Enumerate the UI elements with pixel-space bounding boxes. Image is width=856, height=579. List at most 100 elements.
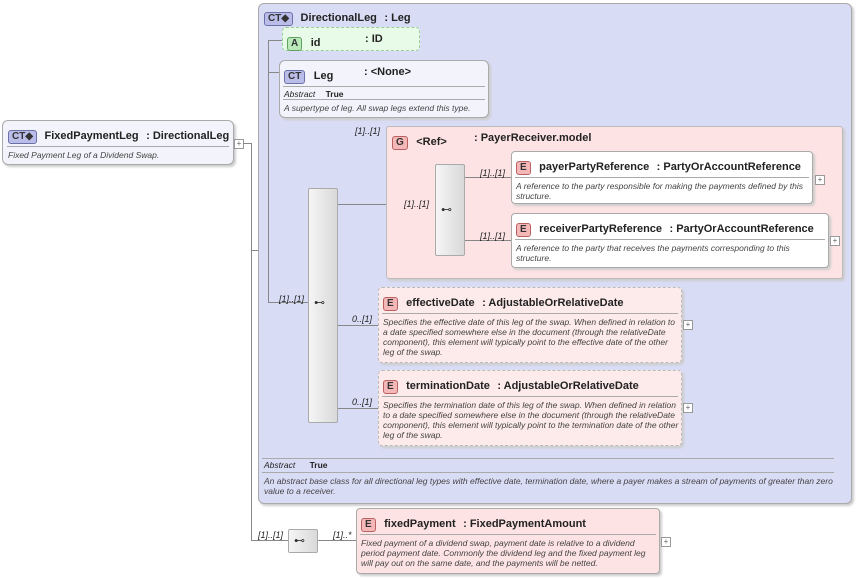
fixed-payment-element-box[interactable]: E fixedPayment : FixedPaymentAmount Fixe… — [356, 508, 660, 574]
divider — [262, 458, 834, 459]
root-type-box[interactable]: CT◆ FixedPaymentLeg : DirectionalLeg Fix… — [2, 120, 234, 165]
element-icon: E — [516, 223, 531, 237]
expand-symbol: + — [236, 139, 242, 148]
fixed-type: : FixedPaymentAmount — [463, 518, 586, 530]
connector — [318, 540, 356, 541]
attribute-id-box[interactable]: A id : ID — [282, 27, 420, 51]
attribute-id-row: A id : ID — [287, 33, 383, 51]
sequence-icon: ⊷ — [294, 535, 305, 547]
divider — [262, 472, 834, 473]
divider — [7, 146, 229, 147]
group-name: : PayerReceiver.model — [474, 132, 592, 144]
connector — [251, 540, 288, 541]
attribute-name: id — [310, 37, 321, 49]
expand-toggle-icon[interactable]: + — [683, 320, 693, 330]
termination-element-header: E terminationDate : AdjustableOrRelative… — [383, 376, 639, 394]
connector — [268, 40, 282, 41]
divider — [515, 177, 809, 178]
root-badge: CT — [12, 131, 26, 142]
base-abstract-row: Abstract True — [264, 460, 328, 470]
leg-type-box[interactable]: CT Leg : <None> Abstract True A supertyp… — [279, 60, 489, 118]
leg-type-doc: A supertype of leg. All swap legs extend… — [284, 103, 471, 113]
termination-cardinality: 0..[1] — [352, 397, 373, 407]
fixed-cardinality: [1]..* — [333, 530, 352, 540]
fixed-name: fixedPayment — [384, 518, 456, 530]
expand-symbol: + — [817, 175, 823, 184]
sequence-icon: ⊷ — [314, 297, 325, 309]
sequence-icon: ⊷ — [441, 204, 452, 216]
connector — [338, 325, 378, 326]
termination-type: : AdjustableOrRelativeDate — [497, 380, 639, 392]
group-header: G <Ref> : PayerReceiver.model — [392, 132, 591, 150]
element-icon: E — [516, 161, 531, 175]
connector — [268, 40, 269, 302]
leg-abstract-label: Abstract — [284, 89, 316, 99]
outer-sequence-compositor[interactable] — [288, 529, 318, 553]
root-type-base: : DirectionalLeg — [146, 130, 230, 142]
root-type-header: CT◆ FixedPaymentLeg : DirectionalLeg — [8, 126, 229, 144]
payer-doc: A reference to the party responsible for… — [516, 181, 803, 201]
divider — [382, 313, 678, 314]
base-type-base: : Leg — [384, 12, 411, 24]
effective-element-header: E effectiveDate : AdjustableOrRelativeDa… — [383, 293, 623, 311]
expand-toggle-icon[interactable]: + — [830, 236, 840, 246]
payer-cardinality: [1]..[1] — [480, 168, 506, 178]
receiver-element-box[interactable]: E receiverPartyReference : PartyOrAccoun… — [511, 213, 829, 268]
inner-sequence-cardinality: [1]..[1] — [404, 199, 430, 209]
element-icon: E — [361, 518, 376, 532]
expand-symbol: + — [832, 236, 838, 245]
outer-sequence-cardinality: [1]..[1] — [258, 530, 284, 540]
expand-toggle-icon[interactable]: + — [661, 537, 671, 547]
complex-type-icon: CT — [284, 70, 306, 84]
element-icon: E — [383, 297, 398, 311]
expand-toggle-icon[interactable]: + — [234, 139, 244, 149]
connector — [465, 177, 511, 178]
fixed-element-header: E fixedPayment : FixedPaymentAmount — [361, 514, 586, 532]
effective-doc: Specifies the effective date of this leg… — [383, 317, 676, 357]
payer-type: : PartyOrAccountReference — [656, 161, 801, 173]
root-type-doc: Fixed Payment Leg of a Dividend Swap. — [8, 150, 160, 160]
divider — [382, 396, 678, 397]
effective-cardinality: 0..[1] — [352, 314, 373, 324]
base-type-header: CT◆ DirectionalLeg : Leg — [264, 8, 411, 26]
expand-toggle-icon[interactable]: + — [683, 403, 693, 413]
termination-name: terminationDate — [406, 380, 490, 392]
fixed-doc: Fixed payment of a dividend swap, paymen… — [361, 538, 646, 568]
connector — [243, 143, 251, 144]
leg-abstract-row: Abstract True — [284, 89, 344, 99]
sequence-cardinality: [1]..[1] — [279, 294, 305, 304]
group-ref: <Ref> — [416, 136, 447, 148]
termination-element-box[interactable]: E terminationDate : AdjustableOrRelative… — [378, 370, 682, 446]
leg-type-header: CT Leg : <None> — [284, 66, 411, 84]
expand-symbol: + — [663, 537, 669, 546]
inner-sequence-compositor[interactable] — [435, 164, 465, 256]
effective-name: effectiveDate — [406, 297, 475, 309]
connector — [251, 250, 259, 251]
attribute-type: : ID — [365, 33, 383, 45]
base-abstract-label: Abstract — [264, 460, 296, 470]
group-icon: G — [392, 136, 408, 150]
effective-element-box[interactable]: E effectiveDate : AdjustableOrRelativeDa… — [378, 287, 682, 363]
base-type-doc: An abstract base class for all direction… — [264, 476, 833, 496]
connector — [465, 240, 511, 241]
divider — [515, 239, 825, 240]
element-icon: E — [383, 380, 398, 394]
expand-toggle-icon[interactable]: + — [815, 175, 825, 185]
complex-type-icon: CT◆ — [264, 12, 294, 26]
divider — [283, 86, 485, 87]
connector — [268, 302, 308, 303]
connector — [338, 408, 378, 409]
base-badge: CT — [268, 13, 282, 24]
effective-type: : AdjustableOrRelativeDate — [482, 297, 624, 309]
payer-element-box[interactable]: E payerPartyReference : PartyOrAccountRe… — [511, 151, 813, 204]
receiver-name: receiverPartyReference — [539, 223, 663, 235]
base-type-name: DirectionalLeg — [300, 12, 377, 24]
connector — [268, 72, 280, 73]
leg-type-base: : <None> — [364, 66, 412, 78]
leg-type-name: Leg — [313, 70, 334, 82]
expand-symbol: + — [685, 320, 691, 329]
receiver-element-header: E receiverPartyReference : PartyOrAccoun… — [516, 219, 814, 237]
complex-type-icon: CT◆ — [8, 130, 38, 144]
expand-symbol: + — [685, 403, 691, 412]
sequence-compositor[interactable] — [308, 188, 338, 423]
